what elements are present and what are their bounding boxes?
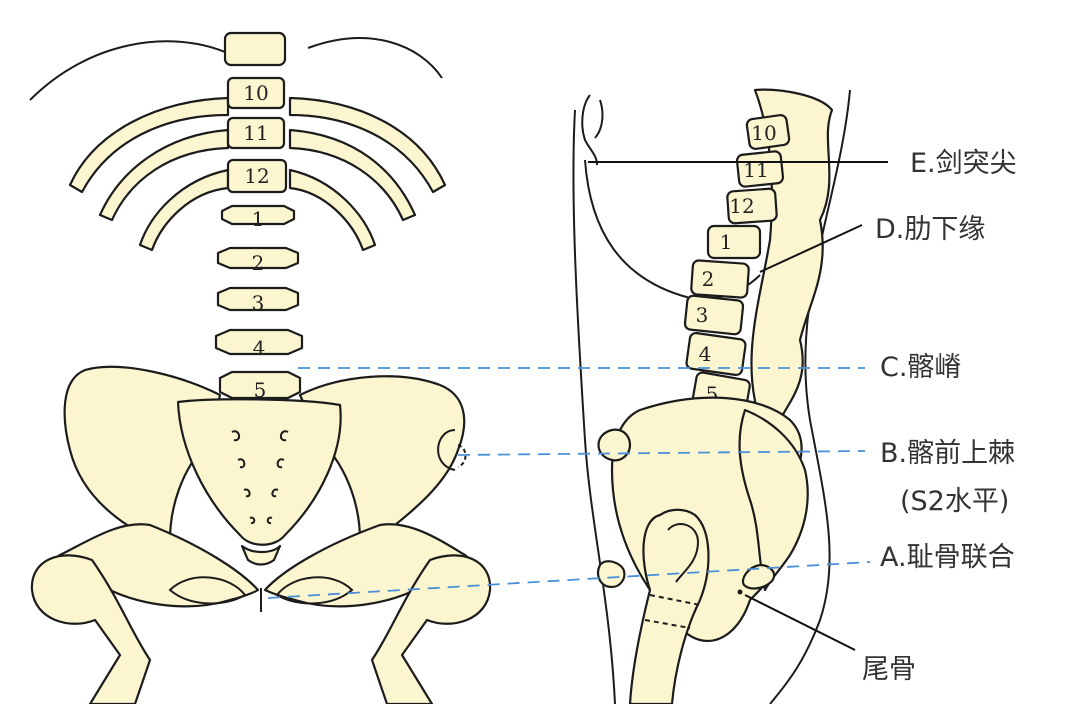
lateral-posterior-body-outline: [769, 89, 851, 704]
lateral-vertebra-label-t10: 10: [751, 121, 776, 145]
anterior-coccyx: [240, 544, 282, 566]
anterior-vertebra-label-l1: 1: [252, 207, 265, 231]
lateral-sacrum: [738, 408, 809, 592]
anterior-vertebra-label-l4: 4: [253, 336, 266, 360]
leader-coccyx: [744, 594, 856, 651]
anterior-shoulder-outline-right: [307, 37, 443, 79]
anterior-vertebra-label-t11: 11: [243, 121, 268, 145]
anterior-pelvis: [30, 365, 492, 704]
lateral-coccyx-tip: [737, 589, 743, 595]
anterior-vertebra-l4: [214, 328, 304, 356]
anterior-sacrum: [176, 398, 342, 546]
anterior-shoulder-outline: [29, 40, 226, 101]
lateral-pubis: [596, 560, 626, 589]
lateral-vertebra-l1: [706, 224, 762, 260]
anterior-sacral-foramina: [231, 430, 289, 525]
label-asis: B.髂前上棘: [880, 438, 1015, 469]
anterior-vertebra-l5: [218, 370, 302, 400]
lateral-pelvis: [596, 396, 809, 704]
anterior-vertebra-t9: [223, 31, 287, 67]
leader-lines: [588, 161, 888, 651]
anterior-vertebra-label-t12: 12: [244, 164, 269, 188]
label-pubic-symphysis: A.耻骨联合: [880, 542, 1015, 573]
lateral-femoral-head: [667, 523, 700, 583]
level-line-asis: [457, 450, 866, 456]
lateral-vertebra-l3: [683, 294, 745, 336]
anterior-asis: [437, 429, 456, 471]
lateral-xiphoid: [581, 94, 598, 166]
lateral-anterior-body-outline: [572, 109, 616, 704]
anterior-vertebra-l1: [220, 204, 296, 226]
lateral-femur: [628, 508, 710, 704]
landmark-labels: E.剑突尖 D.肋下缘 C.髂嵴 B.髂前上棘 (S2水平) A.耻骨联合 尾骨: [862, 148, 1017, 685]
anterior-vertebra-label-t10: 10: [243, 81, 268, 105]
lateral-vertebra-l4: [685, 331, 747, 377]
leader-rib-margin: [759, 224, 863, 273]
anterior-vertebra-l2: [216, 246, 300, 270]
anterior-vertebra-label-l5: 5: [254, 378, 267, 402]
anterior-ribs-left: [68, 96, 230, 252]
level-line-pubic-symphysis: [267, 561, 871, 599]
level-lines: [267, 367, 871, 599]
lateral-femoral-neck-dashed: [644, 594, 701, 629]
label-coccyx: 尾骨: [862, 654, 916, 685]
lateral-vertebra-label-l4: 4: [699, 342, 712, 366]
lateral-vertebra-t11: [735, 150, 785, 188]
lateral-vertebra-t10: [745, 114, 791, 150]
anterior-vertebra-t10: [226, 76, 286, 110]
anterior-obturator-right: [275, 576, 354, 605]
lateral-vertebra-label-t12: 12: [729, 194, 754, 218]
anterior-femur-right: [370, 554, 492, 704]
anterior-vertebral-column: 10 11 12 1 2 3 4 5: [214, 76, 304, 402]
label-xiphoid: E.剑突尖: [910, 148, 1017, 179]
lateral-asis: [597, 428, 632, 462]
lateral-vertebra-t12: [726, 187, 778, 225]
label-s2-level: (S2水平): [900, 486, 1009, 517]
lateral-vertebral-column: 10 11 12 1 2 3 4 5: [683, 88, 834, 422]
anterior-vertebra-t11: [226, 116, 286, 150]
anterior-vertebra-label-l3: 3: [252, 291, 265, 315]
anterior-ribs-right: [288, 96, 447, 252]
label-iliac-crest: C.髂嵴: [880, 352, 961, 383]
anterior-view: 10 11 12 1 2 3 4 5: [29, 31, 492, 704]
lateral-view: 10 11 12 1 2 3 4 5: [572, 88, 851, 704]
anterior-femur-left: [30, 554, 152, 704]
anterior-vertebra-l3: [216, 286, 300, 312]
lateral-vertebra-label-l2: 2: [702, 267, 715, 291]
anterior-vertebra-t12: [226, 158, 288, 194]
anterior-obturator-left: [168, 576, 247, 605]
lateral-coccyx: [741, 563, 776, 590]
lateral-vertebra-label-l1: 1: [720, 230, 733, 254]
lateral-xiphoid-inner: [594, 99, 604, 139]
lateral-vertebra-l2: [690, 259, 750, 299]
lateral-vertebra-label-l3: 3: [696, 303, 709, 327]
anterior-asis-dashed: [457, 444, 467, 468]
anterior-vertebra-label-l2: 2: [252, 251, 265, 275]
label-rib-margin: D.肋下缘: [875, 214, 985, 245]
